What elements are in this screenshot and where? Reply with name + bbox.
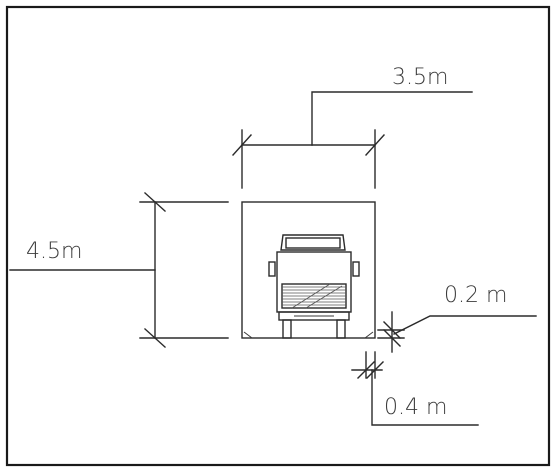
height-dimension (9, 192, 229, 348)
truck-front-icon (268, 234, 360, 339)
side-gap-label: 0.2 m (444, 283, 507, 308)
height-label: 4.5m (26, 239, 82, 264)
side-gap-dimension (377, 311, 537, 353)
outer-frame (5, 5, 551, 467)
width-label: 3.5m (392, 65, 448, 90)
bottom-gap-dimension (351, 351, 479, 426)
grille-hatch (282, 283, 346, 309)
width-dimension (232, 91, 473, 189)
tunnel-section (241, 201, 376, 339)
bottom-gap-label: 0.4 m (384, 395, 447, 420)
